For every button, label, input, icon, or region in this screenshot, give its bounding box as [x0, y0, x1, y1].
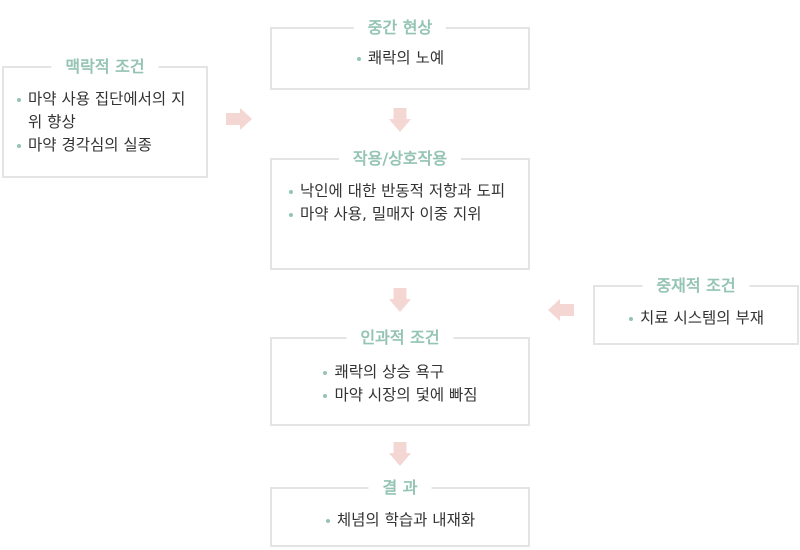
causal-items: 쾌락의 상승 욕구 마약 시장의 덫에 빠짐 [322, 361, 478, 407]
phenomenon-items: 쾌락의 노예 [356, 47, 444, 70]
causal-title: 인과적 조건 [346, 327, 454, 349]
intervening-title: 중재적 조건 [642, 275, 750, 297]
phenomenon-box: 중간 현상 쾌락의 노예 [270, 17, 530, 90]
arrow-down-icon [388, 108, 412, 132]
causal-box: 인과적 조건 쾌락의 상승 욕구 마약 시장의 덫에 빠짐 [270, 327, 530, 426]
action-box: 작용/상호작용 낙인에 대한 반동적 저항과 도피 마약 사용, 밀매자 이중 … [270, 148, 530, 270]
phenomenon-title: 중간 현상 [353, 17, 447, 39]
context-item: 마약 경각심의 실종 [16, 134, 198, 157]
context-box: 맥락적 조건 마약 사용 집단에서의 지위 향상 마약 경각심의 실종 [2, 56, 208, 178]
arrow-down-icon [388, 288, 412, 312]
arrow-left-icon [548, 299, 574, 321]
causal-item: 쾌락의 상승 욕구 [322, 361, 477, 384]
arrow-down-icon [388, 442, 412, 466]
context-item: 마약 사용 집단에서의 지위 향상 [16, 88, 198, 134]
arrow-right-icon [226, 108, 252, 130]
action-item: 낙인에 대한 반동적 저항과 도피 [288, 180, 512, 203]
intervening-item: 치료 시스템의 부재 [628, 307, 764, 330]
result-box: 결 과 체념의 학습과 내재화 [270, 477, 530, 547]
action-items: 낙인에 대한 반동적 저항과 도피 마약 사용, 밀매자 이중 지위 [288, 180, 520, 226]
phenomenon-item: 쾌락의 노예 [356, 47, 444, 70]
intervening-items: 치료 시스템의 부재 [628, 307, 764, 330]
intervening-box: 중재적 조건 치료 시스템의 부재 [593, 275, 799, 345]
result-item: 체념의 학습과 내재화 [325, 509, 475, 532]
context-title: 맥락적 조건 [51, 56, 159, 78]
result-title: 결 과 [368, 477, 432, 499]
context-items: 마약 사용 집단에서의 지위 향상 마약 경각심의 실종 [16, 88, 198, 157]
result-items: 체념의 학습과 내재화 [325, 509, 475, 532]
action-title: 작용/상호작용 [338, 148, 462, 170]
causal-item: 마약 시장의 덫에 빠짐 [322, 384, 478, 407]
action-item: 마약 사용, 밀매자 이중 지위 [288, 203, 520, 226]
